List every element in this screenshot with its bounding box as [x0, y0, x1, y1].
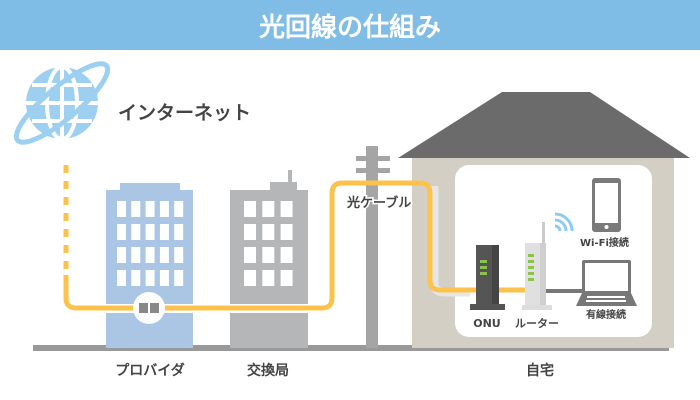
- building-window: [159, 270, 169, 286]
- house: [398, 92, 690, 348]
- wifi-icon: [554, 212, 574, 232]
- connector-icon: [133, 292, 165, 324]
- building-window: [262, 270, 275, 286]
- building-window: [131, 247, 141, 263]
- building-window: [117, 247, 126, 263]
- wired-connection-label: 有線接続: [586, 308, 626, 321]
- wifi-connection-label: Wi-Fi接続: [580, 236, 629, 249]
- building-window: [174, 270, 184, 286]
- provider-label: プロバイダ: [115, 362, 184, 379]
- building-window: [280, 247, 293, 263]
- building-window: [131, 224, 141, 240]
- header-band: [0, 0, 700, 50]
- onu-label: ONU: [473, 317, 501, 330]
- building-window: [131, 201, 141, 217]
- building-window: [262, 201, 275, 217]
- router-device: [522, 222, 552, 310]
- page-title: 光回線の仕組み: [258, 12, 441, 43]
- ground-line: [33, 345, 669, 351]
- building-window: [145, 224, 155, 240]
- building-window: [262, 224, 275, 240]
- home-label: 自宅: [526, 362, 554, 379]
- building-window: [244, 270, 256, 286]
- building-window: [280, 270, 293, 286]
- building-window: [174, 201, 184, 217]
- building-window: [244, 247, 256, 263]
- building-window: [131, 270, 141, 286]
- fiber-cable-label: 光ケーブル: [346, 195, 411, 211]
- building-window: [174, 224, 184, 240]
- fiber-cable: [63, 165, 530, 311]
- building-window: [145, 201, 155, 217]
- laptop-icon: [576, 260, 637, 306]
- router-label: ルーター: [515, 317, 559, 330]
- onu-device: [470, 245, 505, 310]
- globe-icon: [13, 61, 111, 145]
- building-window: [159, 224, 169, 240]
- building-window: [280, 201, 293, 217]
- building-window: [244, 224, 256, 240]
- building-window: [117, 224, 126, 240]
- building-window: [117, 201, 126, 217]
- utility-pole: [356, 146, 390, 348]
- building-window: [145, 270, 155, 286]
- smartphone-icon: [592, 178, 621, 232]
- building-window: [280, 224, 293, 240]
- building-window: [174, 247, 184, 263]
- building-window: [145, 247, 155, 263]
- building-window: [117, 270, 126, 286]
- building-window: [262, 247, 275, 263]
- building-window: [159, 247, 169, 263]
- building-window: [159, 201, 169, 217]
- building-window: [244, 201, 256, 217]
- internet-label: インターネット: [118, 102, 251, 124]
- exchange-label: 交換局: [247, 362, 289, 379]
- exchange-building: [230, 170, 308, 348]
